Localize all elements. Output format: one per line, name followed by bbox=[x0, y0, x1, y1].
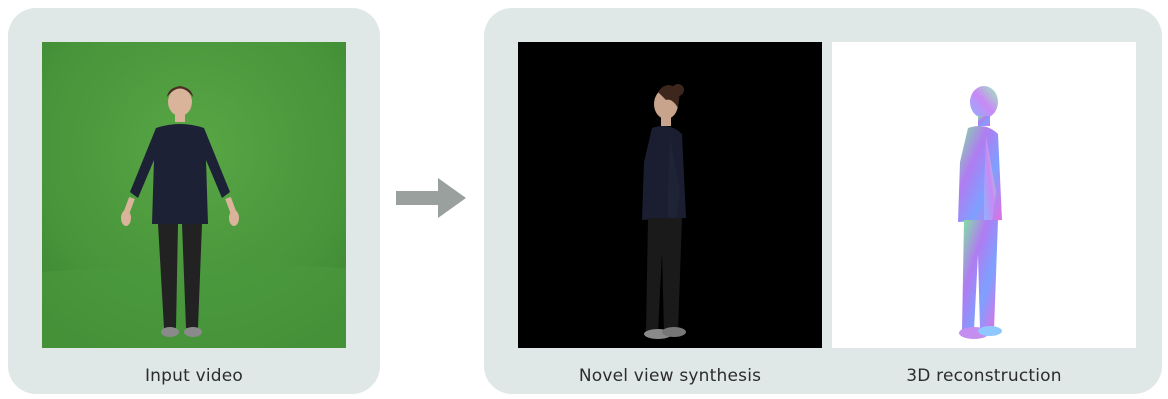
person-front-figure bbox=[121, 86, 239, 337]
input-panel: Input video bbox=[8, 8, 380, 394]
right-arrow-icon bbox=[394, 176, 468, 220]
novel-view-image bbox=[518, 42, 822, 348]
person-side-figure bbox=[642, 84, 686, 339]
novel-view-frame bbox=[518, 42, 822, 348]
input-video-caption: Input video bbox=[144, 366, 244, 386]
reconstruction-frame bbox=[832, 42, 1136, 348]
novel-view-caption: Novel view synthesis bbox=[578, 366, 762, 386]
input-video-frame bbox=[42, 42, 346, 348]
input-video-image bbox=[42, 42, 346, 348]
mesh-figure bbox=[958, 86, 1002, 339]
reconstruction-caption: 3D reconstruction bbox=[906, 366, 1062, 386]
reconstruction-image bbox=[832, 42, 1136, 348]
output-panel: Novel view synthesis 3D reconstruction bbox=[484, 8, 1162, 394]
